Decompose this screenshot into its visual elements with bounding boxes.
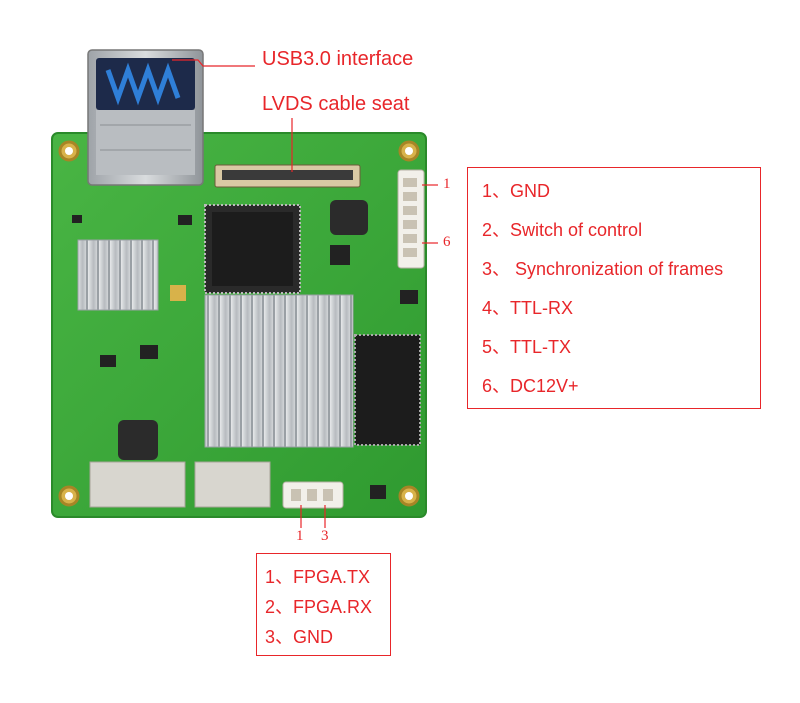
right-6pin-connector [397, 169, 425, 269]
bottom-pin-last-number: 3 [321, 528, 329, 544]
right-pin-first-number: 1 [443, 176, 451, 192]
small-heatsink [77, 239, 159, 311]
usb3-connector [87, 49, 204, 186]
right-pin-row: 5、TTL-TX [482, 337, 572, 357]
bottom-pin-row: 1、FPGA.TX [265, 567, 371, 587]
usb-callout-label: USB3.0 interface [262, 48, 414, 70]
main-ic-chip [204, 204, 301, 294]
right-pin-row: 6、DC12V+ [482, 376, 579, 396]
right-connector-pinout-box [467, 167, 761, 409]
smd-components [72, 215, 418, 499]
bottom-pin-first-number: 1 [296, 528, 304, 544]
right-pin-last-number: 6 [443, 234, 451, 250]
inductor [118, 200, 368, 460]
bottom-pin-row: 3、GND [265, 627, 334, 647]
mounting-holes [58, 140, 420, 507]
callout-lines [172, 59, 438, 528]
lvds-callout-label: LVDS cable seat [262, 93, 410, 115]
right-pin-row: 1、GND [482, 181, 551, 201]
lvds-connector [214, 164, 361, 188]
right-pin-row: 4、TTL-RX [482, 298, 574, 318]
bottom-3pin-connector [282, 481, 344, 509]
memory-chip [354, 334, 421, 446]
large-heatsink [204, 294, 354, 448]
bottom-pin-row: 2、FPGA.RX [265, 597, 373, 617]
right-pin-row: 3、 Synchronization of frames [482, 259, 724, 279]
bottom-connector-pinout-box [256, 553, 391, 656]
bottom-headers [89, 461, 271, 508]
right-pin-row: 2、Switch of control [482, 220, 643, 240]
